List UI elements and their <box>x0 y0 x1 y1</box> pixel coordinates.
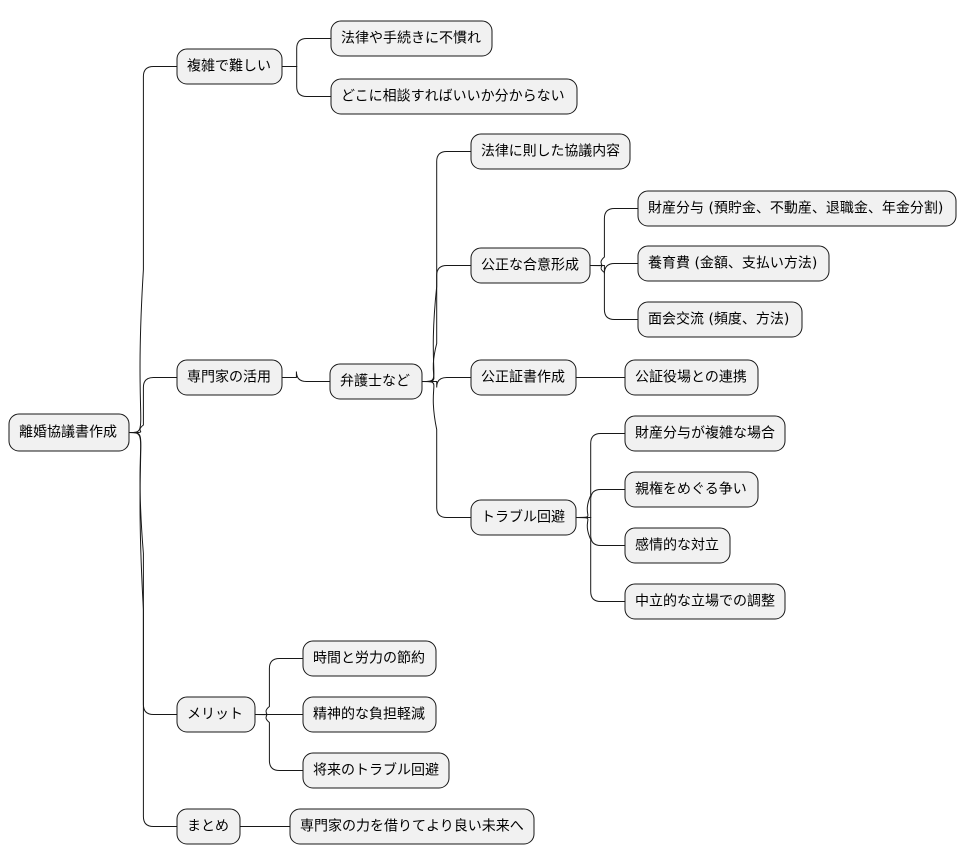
connector-node-trouble-avoidance-to-leaf-neutral-mediation <box>575 517 625 602</box>
leaf-property-division-label: 財産分与 (預貯金、不動産、退職金、年金分割) <box>648 200 943 217</box>
leaf-better-future: 専門家の力を借りてより良い未来へ <box>289 808 535 845</box>
leaf-unfamiliar-law: 法律や手続きに不慣れ <box>330 20 493 57</box>
connector-branch-merit-to-leaf-future-trouble <box>254 714 303 771</box>
branch-expert: 専門家の活用 <box>176 359 283 396</box>
connector-branch-complex-to-leaf-unfamiliar-law <box>282 38 331 67</box>
leaf-save-time-label: 時間と労力の節約 <box>313 650 425 667</box>
leaf-visitation-label: 面会交流 (頻度、方法) <box>648 311 789 328</box>
node-notarized-deed-label: 公正証書作成 <box>481 370 565 386</box>
leaf-better-future-label: 専門家の力を借りてより良い未来へ <box>300 818 524 835</box>
connector-node-fair-agreement-to-leaf-visitation <box>589 265 638 320</box>
connector-node-lawyer-to-node-notarized-deed <box>422 377 471 388</box>
leaf-complex-division-label: 財産分与が複雑な場合 <box>635 425 775 442</box>
connector-node-fair-agreement-to-leaf-property-division <box>589 208 638 266</box>
connector-branch-complex-to-leaf-where-to-consult <box>282 66 331 97</box>
leaf-emotional-conflict: 感情的な対立 <box>624 527 731 564</box>
branch-summary-label: まとめ <box>187 819 229 835</box>
leaf-where-to-consult-label: どこに相談すればいいか分からない <box>341 89 565 105</box>
root-node: 離婚協議書作成 <box>8 413 130 452</box>
connector-lines <box>128 38 638 827</box>
branch-complex: 複雑で難しい <box>176 48 283 85</box>
leaf-child-support-label: 養育費 (金額、支払い方法) <box>648 255 817 272</box>
node-trouble-avoidance-label: トラブル回避 <box>481 509 565 526</box>
node-notarized-deed: 公正証書作成 <box>470 359 577 396</box>
leaf-emotional-conflict-label: 感情的な対立 <box>635 537 719 554</box>
leaf-property-division: 財産分与 (預貯金、不動産、退職金、年金分割) <box>637 190 957 227</box>
connector-root-node-to-branch-merit <box>128 432 177 715</box>
leaf-custody-dispute-label: 親権をめぐる争い <box>635 481 747 498</box>
connector-node-lawyer-to-node-trouble-avoidance <box>421 381 471 518</box>
node-lawyer-label: 弁護士など <box>340 374 410 390</box>
leaf-neutral-mediation: 中立的な立場での調整 <box>624 583 786 620</box>
node-fair-agreement-label: 公正な合意形成 <box>481 257 579 274</box>
connector-node-lawyer-to-node-legal-content <box>421 151 471 382</box>
leaf-future-trouble: 将来のトラブル回避 <box>302 752 450 789</box>
node-legal-content-label: 法律に則した協議内容 <box>481 143 620 160</box>
leaf-where-to-consult: どこに相談すればいいか分からない <box>330 78 578 115</box>
branch-merit: メリット <box>176 696 256 733</box>
connector-root-node-to-branch-complex <box>128 66 177 433</box>
connector-branch-merit-to-leaf-save-time <box>254 658 303 715</box>
leaf-save-time: 時間と労力の節約 <box>302 640 437 677</box>
leaf-notary-office-label: 公証役場との連携 <box>635 370 747 386</box>
branch-expert-label: 専門家の活用 <box>187 369 271 386</box>
connector-node-lawyer-to-node-fair-agreement <box>421 265 471 382</box>
leaf-neutral-mediation-label: 中立的な立場での調整 <box>635 594 775 610</box>
mindmap-nodes: 離婚協議書作成 複雑で難しい 法律や手続きに不慣れ どこに相談すればいいか分から… <box>8 20 957 845</box>
node-trouble-avoidance: トラブル回避 <box>470 499 577 536</box>
leaf-future-trouble-label: 将来のトラブル回避 <box>313 762 439 779</box>
leaf-complex-division: 財産分与が複雑な場合 <box>624 415 786 452</box>
node-lawyer: 弁護士など <box>329 363 423 400</box>
connector-node-fair-agreement-to-leaf-child-support <box>590 263 638 274</box>
connector-node-trouble-avoidance-to-leaf-custody-dispute <box>576 489 625 518</box>
leaf-custody-dispute: 親権をめぐる争い <box>624 471 759 508</box>
leaf-notary-office: 公証役場との連携 <box>624 359 759 396</box>
leaf-less-burden: 精神的な負担軽減 <box>302 696 437 733</box>
leaf-unfamiliar-law-label: 法律や手続きに不慣れ <box>341 30 481 47</box>
connector-root-node-to-branch-summary <box>128 432 177 827</box>
leaf-visitation: 面会交流 (頻度、方法) <box>637 301 803 338</box>
node-legal-content: 法律に則した協議内容 <box>470 133 631 170</box>
branch-summary: まとめ <box>176 808 241 845</box>
connector-root-node-to-branch-expert <box>128 377 177 433</box>
connector-branch-expert-to-node-lawyer <box>282 371 330 382</box>
branch-complex-label: 複雑で難しい <box>187 58 271 75</box>
leaf-less-burden-label: 精神的な負担軽減 <box>313 706 425 723</box>
connector-node-trouble-avoidance-to-leaf-emotional-conflict <box>576 517 625 546</box>
connector-node-trouble-avoidance-to-leaf-complex-division <box>575 433 625 518</box>
root-label: 離婚協議書作成 <box>19 424 117 441</box>
branch-merit-label: メリット <box>187 707 243 723</box>
node-fair-agreement: 公正な合意形成 <box>470 247 591 284</box>
leaf-child-support: 養育費 (金額、支払い方法) <box>637 245 830 282</box>
